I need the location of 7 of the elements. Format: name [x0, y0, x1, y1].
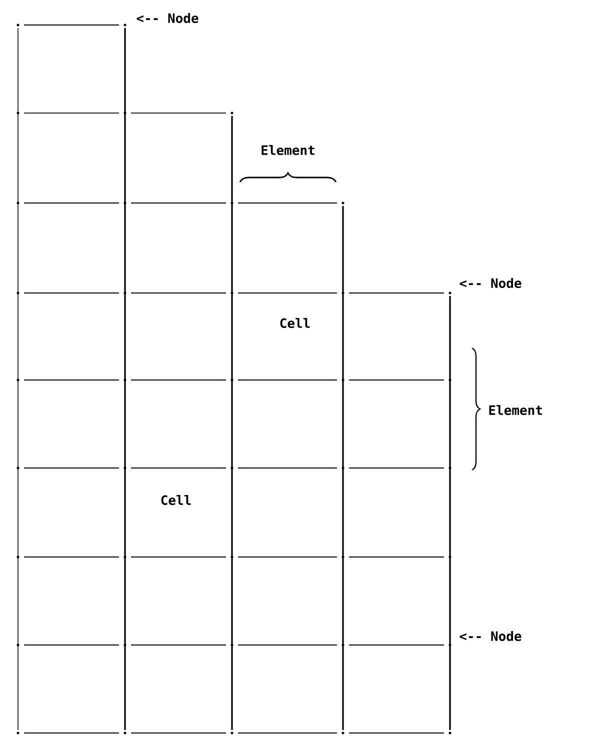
- label-text: <-- Node: [136, 12, 198, 24]
- label-text: Cell: [161, 494, 191, 506]
- label-text: <-- Node: [460, 630, 522, 642]
- label-text: Element: [262, 144, 314, 156]
- label-text: Element: [489, 404, 542, 416]
- label-text: Cell: [280, 318, 310, 328]
- label-text: <-- Node: [460, 278, 522, 288]
